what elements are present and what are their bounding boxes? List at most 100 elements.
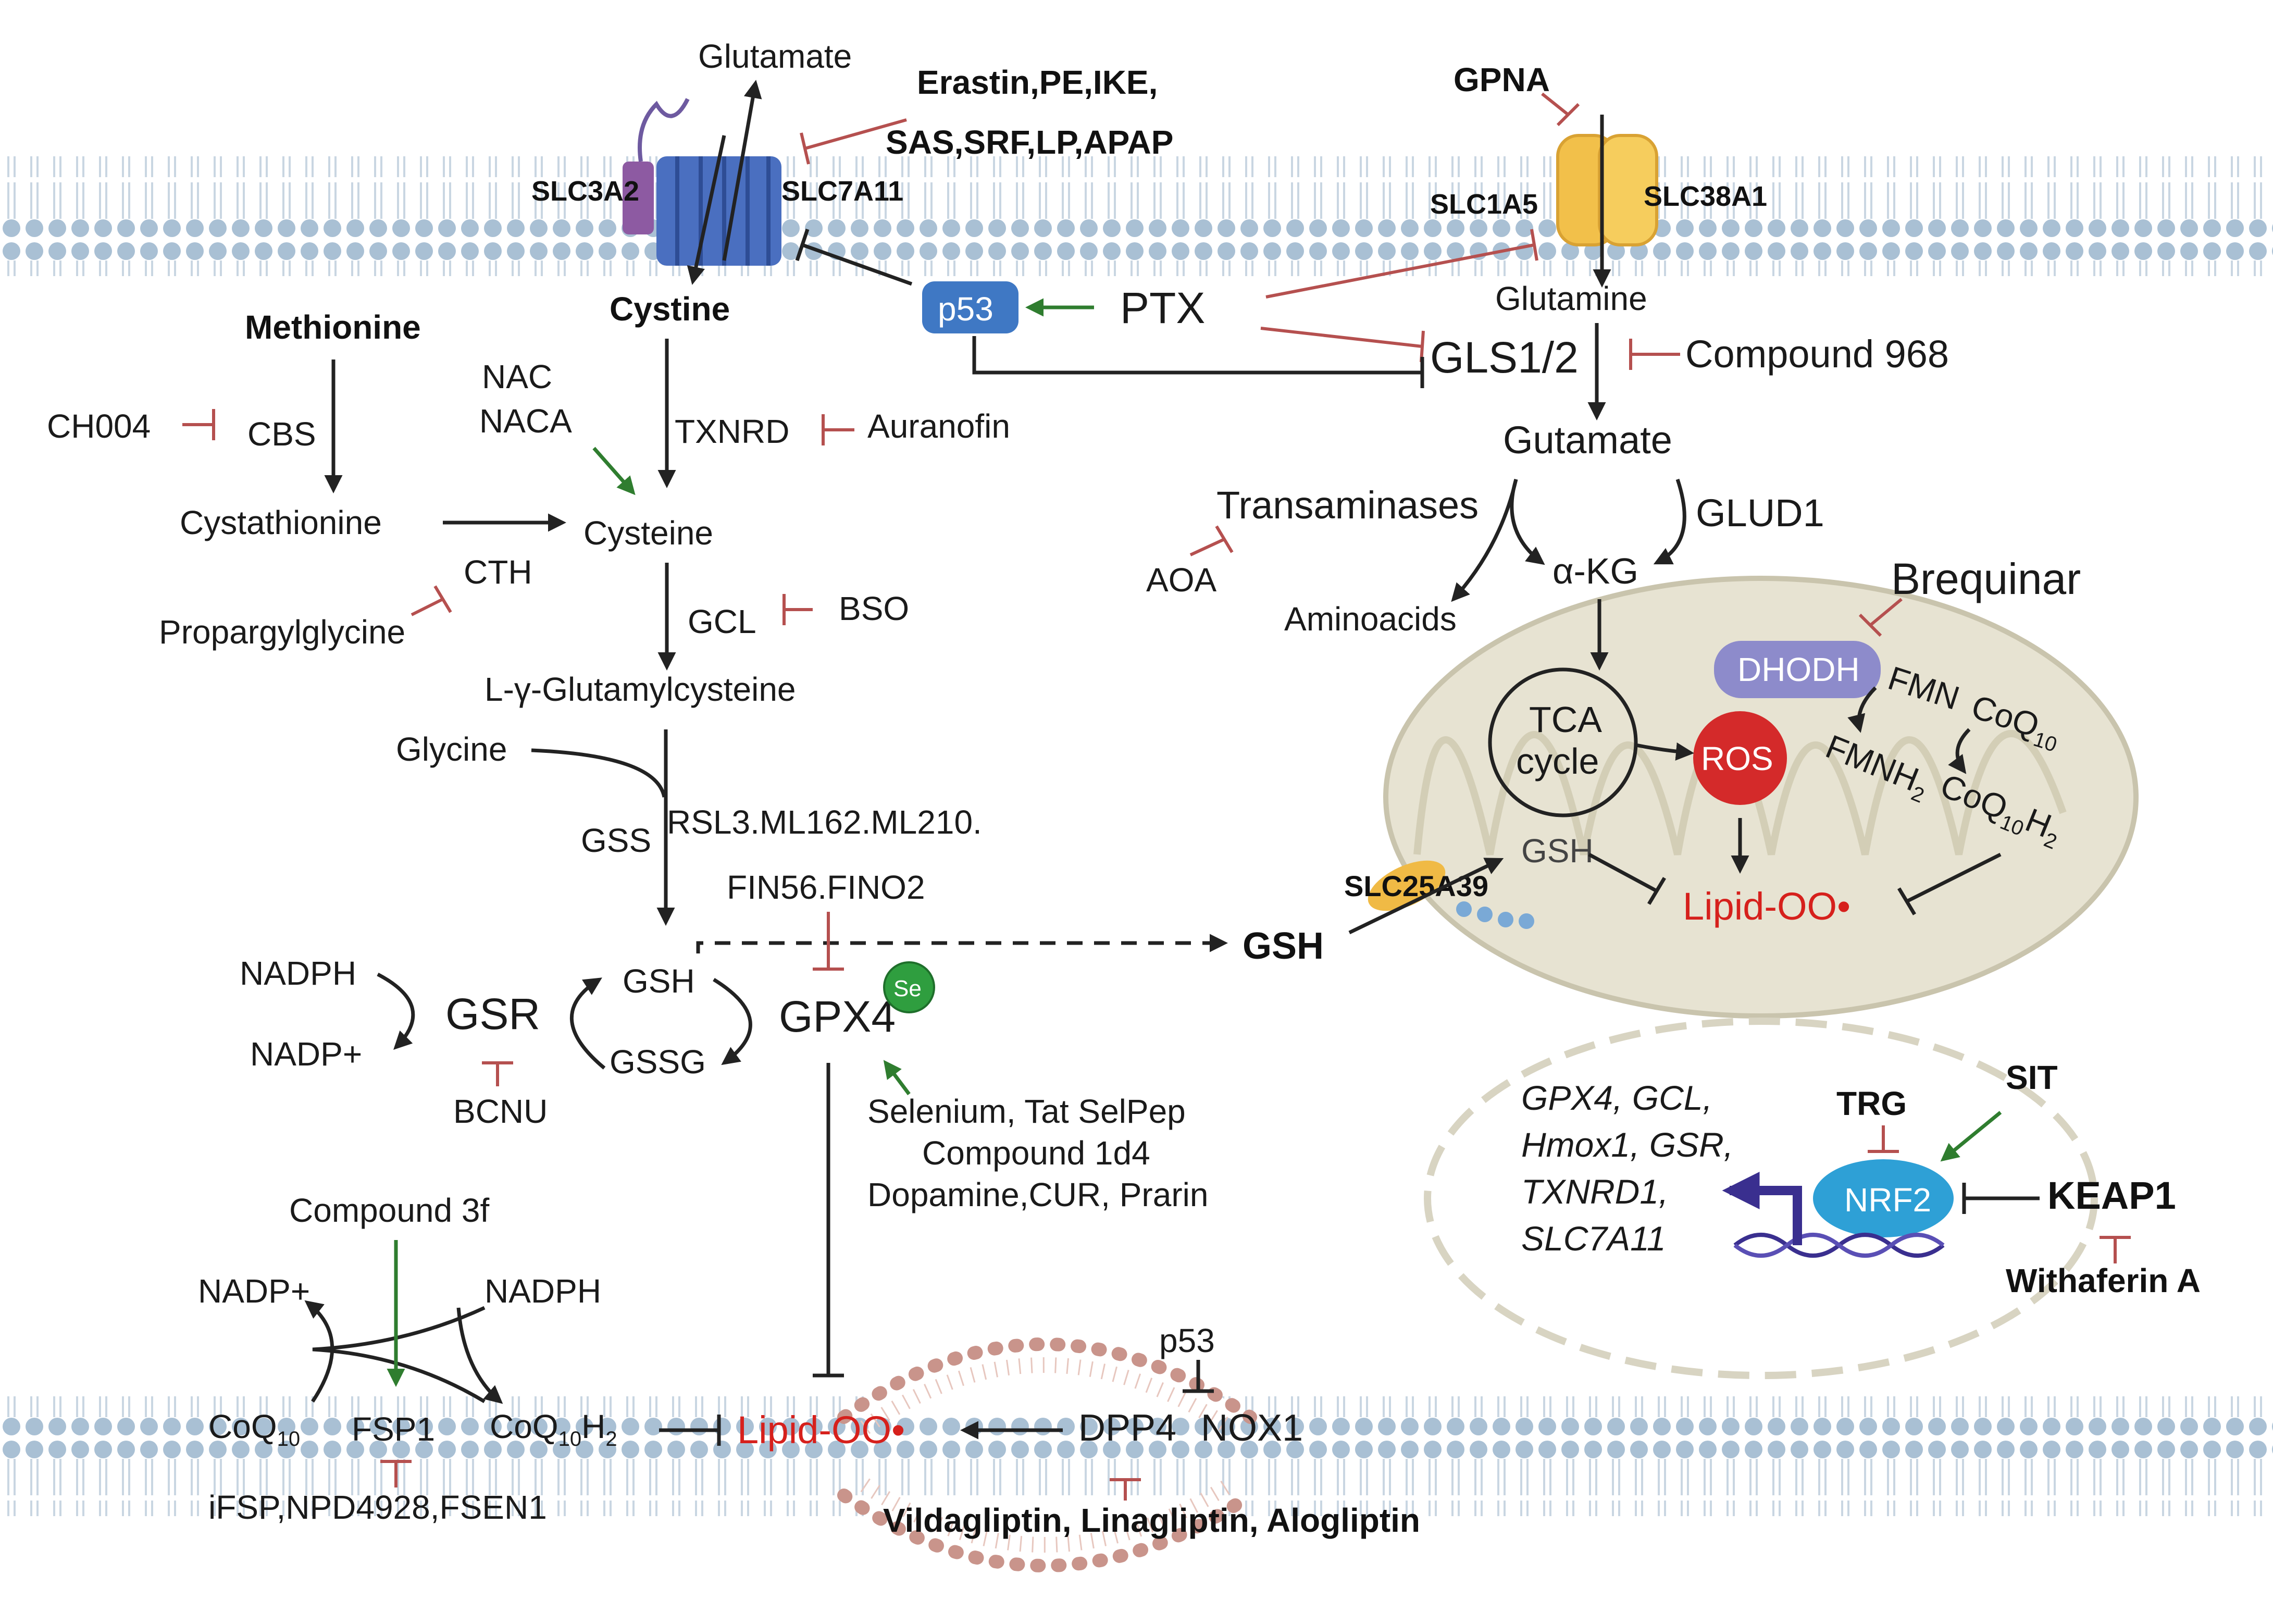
glutamate-out-label: Glutamate: [698, 38, 852, 75]
genes-line1: GPX4, GCL,: [1521, 1078, 1712, 1117]
slc1a5-label: SLC1A5: [1430, 189, 1538, 220]
transcription-arrow: [1722, 1172, 1802, 1245]
cystine-import-arrow: [687, 135, 726, 285]
keap1-inhibits-nrf2: [1962, 1183, 2040, 1214]
gsh-inhibits-lipid-mito: [1588, 852, 1667, 905]
tca-cycle-ring: [1488, 667, 1638, 817]
ptx-inhibits-slc1a5: [1265, 229, 1538, 299]
akg-label: α-KG: [1552, 551, 1638, 591]
gutamate-label: Gutamate: [1503, 418, 1672, 462]
p53-nox1-label: p53: [1159, 1322, 1215, 1359]
fsp1-label: FSP1: [352, 1410, 435, 1448]
nrf2-label: NRF2: [1844, 1181, 1931, 1219]
dhodh-fmn-arrow: [1847, 686, 1877, 733]
erastin-label: Erastin,PE,IKE,: [917, 64, 1158, 101]
fin56-label: FIN56.FINO2: [727, 869, 925, 906]
ptx-label: PTX: [1120, 283, 1205, 332]
slc3a2-transporter: [623, 162, 654, 234]
p53-label: p53: [938, 290, 993, 328]
selenium-badge-label: Se: [893, 976, 922, 1001]
methionine-label: Methionine: [245, 308, 421, 346]
p53-inhibits-gls: [972, 336, 1424, 388]
bcnu-label: BCNU: [453, 1093, 548, 1130]
gcl-label: GCL: [688, 603, 756, 640]
slc7a11-label: SLC7A11: [781, 176, 903, 207]
p53-inhibits-nox1: [1183, 1360, 1214, 1393]
gpx4-inhibits-lipid: [813, 1063, 844, 1378]
glutamate-export-arrow: [722, 80, 762, 261]
withaferin-inhibits-keap1: [2100, 1236, 2131, 1263]
bso-label: BSO: [839, 590, 909, 627]
selenium-line2: Compound 1d4: [922, 1134, 1150, 1172]
slc7a11-transporter: [656, 156, 781, 266]
trg-label: TRG: [1836, 1085, 1907, 1122]
coq-reduction-arrow: [1948, 728, 1971, 774]
selenium-badge: [883, 961, 935, 1013]
tca-to-ros-arrow: [1635, 742, 1694, 761]
fsp1-coq-left-arrow: [304, 1300, 334, 1403]
p53-inhibits-slc7a11: [795, 228, 913, 286]
nac-label: NAC: [482, 358, 552, 395]
nadp-label: NADP+: [250, 1035, 362, 1073]
coq10-fsp1-label: CoQ10: [208, 1408, 300, 1451]
coq10h2-fsp1-label: CoQ10H2: [490, 1408, 617, 1451]
nadph-fsp1-label: NADPH: [485, 1272, 601, 1310]
brequinar-inhibits-dhodh: [1858, 598, 1903, 637]
naca-label: NACA: [479, 402, 572, 440]
slc1a5-transporter: [1556, 134, 1658, 246]
lipid-vesicle: [837, 1337, 1257, 1572]
glycine-label: Glycine: [396, 730, 507, 768]
ch004-label: CH004: [47, 407, 151, 445]
bso-inhibits-gcl: [782, 594, 813, 625]
tca-label-line2: cycle: [1516, 741, 1599, 782]
selenium-to-gpx4-arrow: [883, 1060, 911, 1096]
slc3a2-label: SLC3A2: [531, 176, 639, 207]
glutamylcysteine-label: L-γ-Glutamylcysteine: [485, 671, 796, 708]
gsh-cycle-label: GSH: [623, 962, 695, 1000]
glutamine-label: Glutamine: [1495, 280, 1647, 317]
nrf2-box: [1813, 1159, 1954, 1237]
keap1-label: KEAP1: [2047, 1174, 2176, 1217]
ch004-inhibits-cbs: [182, 409, 215, 440]
glud1-to-akg-arrow: [1653, 478, 1686, 565]
dna-helix: [1733, 1233, 1945, 1258]
sit-label: SIT: [2006, 1059, 2058, 1096]
gpx4-cycle-right-arrow: [713, 978, 752, 1065]
nadp-fsp1-label: NADP+: [198, 1272, 310, 1310]
lipid-oo-mito-label: Lipid-OO•: [1683, 885, 1850, 928]
gsr-nadph-arrow: [377, 972, 415, 1050]
aoa-inhibits-transaminases: [1189, 525, 1234, 556]
gsr-label: GSR: [445, 989, 540, 1038]
cth-label: CTH: [464, 553, 532, 591]
gliptins-inhibit-dpp4: [1110, 1478, 1141, 1501]
withaferin-label: Withaferin A: [2006, 1262, 2201, 1299]
auranofin-label: Auranofin: [867, 407, 1010, 445]
ros-label: ROS: [1701, 740, 1773, 777]
rsl3-label: RSL3.ML162.ML210.: [667, 803, 982, 841]
gpna-inhibits-slc1a5: [1541, 92, 1580, 127]
cysteine-label: Cysteine: [583, 514, 713, 552]
gsh-export-arrow: [696, 934, 1228, 953]
cystine-label: Cystine: [610, 290, 730, 328]
coqh2-inhibits-lipid-membrane: [659, 1415, 721, 1446]
cystathionine-label: Cystathionine: [180, 504, 382, 541]
txnrd-label: TXNRD: [675, 413, 789, 450]
gls-label: GLS1/2: [1430, 333, 1579, 382]
gsh-export-label: GSH: [1243, 925, 1324, 967]
compound968-inhibits-gls: [1629, 339, 1680, 370]
aminoacids-label: Aminoacids: [1284, 600, 1457, 638]
nac-to-cysteine-arrow: [592, 447, 636, 495]
gssg-label: GSSG: [610, 1043, 706, 1081]
gss-label: GSS: [581, 822, 651, 859]
transaminase-to-akg-arrow: [1510, 478, 1545, 565]
plasma-membrane-top: [0, 156, 2273, 276]
glud1-label: GLUD1: [1696, 491, 1824, 535]
lipid-oo-membrane-label: Lipid-OO•: [737, 1408, 905, 1452]
trg-inhibits-nrf2: [1868, 1125, 1899, 1153]
slc38a1-label: SLC38A1: [1644, 181, 1767, 212]
bcnu-inhibits-gsr: [482, 1061, 513, 1086]
genes-line4: SLC7A11: [1521, 1219, 1666, 1258]
coqh2-inhibits-lipid-mito: [1897, 852, 2002, 915]
rsl3-inhibits-gpx4: [813, 912, 844, 971]
gsh-mito-label: GSH: [1521, 832, 1594, 870]
